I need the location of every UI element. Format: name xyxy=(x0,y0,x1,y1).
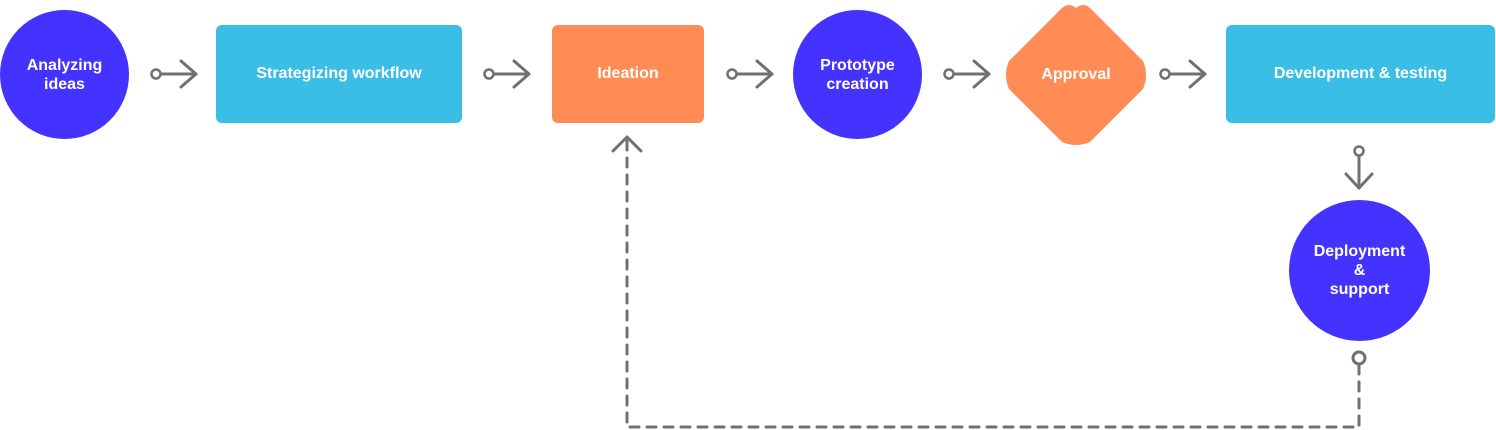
arrow-development-to-deployment xyxy=(1344,145,1374,190)
node-label: Ideation xyxy=(597,65,659,82)
node-label: Strategizing workflow xyxy=(256,65,422,82)
diamond-shape xyxy=(1006,5,1146,145)
arrow-analyzing-to-strategizing xyxy=(150,59,198,89)
node-ideation[interactable]: Ideation xyxy=(552,25,704,123)
node-strategizing-workflow[interactable]: Strategizing workflow xyxy=(216,25,462,123)
node-approval-diamond[interactable] xyxy=(1003,2,1149,148)
node-label: Deployment & support xyxy=(1313,243,1406,298)
loop-back-deployment-to-ideation xyxy=(611,135,1367,429)
node-label: Approval xyxy=(1041,66,1111,83)
arrow-strategizing-to-ideation xyxy=(483,59,531,89)
arrow-prototype-to-approval xyxy=(943,59,991,89)
node-development-testing[interactable]: Development & testing xyxy=(1226,25,1495,123)
node-deployment-support[interactable]: Deployment & support xyxy=(1289,200,1430,341)
node-label: Development & testing xyxy=(1273,65,1448,82)
node-prototype-creation[interactable]: Prototype creation xyxy=(793,10,922,139)
arrow-approval-to-development xyxy=(1159,59,1207,89)
node-label: Analyzing ideas xyxy=(26,56,103,93)
node-label: Prototype creation xyxy=(820,56,895,93)
node-analyzing-ideas[interactable]: Analyzing ideas xyxy=(0,10,129,139)
node-approval[interactable]: Approval xyxy=(1003,2,1149,148)
arrow-ideation-to-prototype xyxy=(726,59,774,89)
